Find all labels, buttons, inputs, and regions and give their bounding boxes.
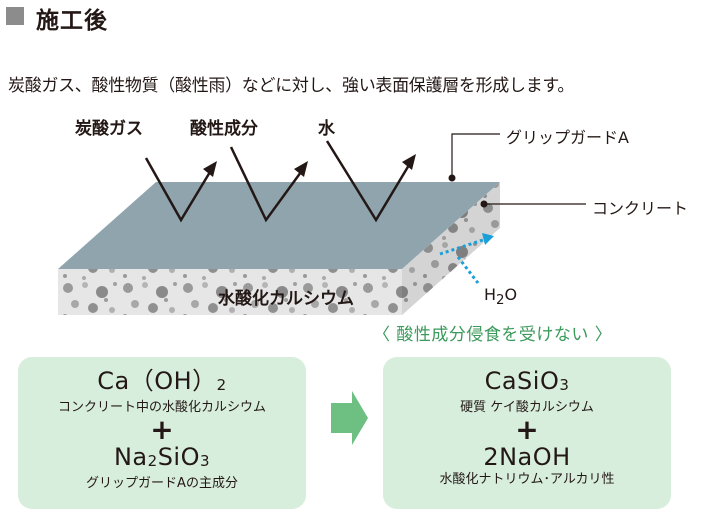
products-box: CaSiO3 硬質 ケイ酸カルシウム + 2NaOH 水酸化ナトリウム･アルカリ… (383, 357, 671, 509)
attack-arrow (144, 157, 212, 223)
water-arrow (439, 237, 487, 256)
formula-sodium-hydroxide-desc: 水酸化ナトリウム･アルカリ性 (439, 472, 615, 487)
callout-water: H2O (484, 285, 518, 309)
formula-calcium-silicate: CaSiO3 (484, 367, 570, 395)
formula-calcium-silicate-desc: 硬質 ケイ酸カルシウム (460, 400, 594, 415)
slab-label: 水酸化カルシウム (218, 289, 354, 309)
formula-sodium-hydroxide: 2NaOH (483, 443, 571, 471)
formula-sodium-silicate: Na2SiO3 (113, 443, 211, 471)
formula-calcium-hydroxide-desc: コンクリート中の水酸化カルシウム (57, 400, 266, 415)
reactants-box: Ca（OH）2 コンクリート中の水酸化カルシウム + Na2SiO3 グリップガ… (18, 357, 306, 509)
label-carbon-dioxide: 炭酸ガス (75, 119, 143, 139)
resistance-note: 〈 酸性成分侵食を受けない 〉 (373, 325, 613, 345)
callout-line (451, 133, 500, 178)
attack-arrow (229, 146, 303, 223)
slab-side-face (402, 182, 500, 315)
heading-square-icon (6, 7, 24, 25)
label-acid-component: 酸性成分 (190, 119, 258, 139)
slab-front-face (58, 269, 402, 315)
reaction-arrow-icon (331, 391, 368, 445)
slab-top-surface (58, 182, 500, 269)
formula-calcium-hydroxide: Ca（OH）2 (97, 367, 227, 395)
description-text: 炭酸ガス、酸性物質（酸性雨）などに対し、強い表面保護層を形成します。 (8, 76, 575, 96)
attack-arrow (325, 140, 411, 223)
plus-icon: + (150, 413, 174, 446)
label-water: 水 (318, 119, 335, 139)
callout-concrete: コンクリート (592, 199, 689, 218)
page-title: 施工後 (36, 8, 108, 34)
formula-sodium-silicate-desc: グリップガードAの主成分 (86, 476, 238, 491)
plus-icon: + (515, 413, 539, 446)
callout-top-layer: グリップガードA (506, 128, 629, 147)
